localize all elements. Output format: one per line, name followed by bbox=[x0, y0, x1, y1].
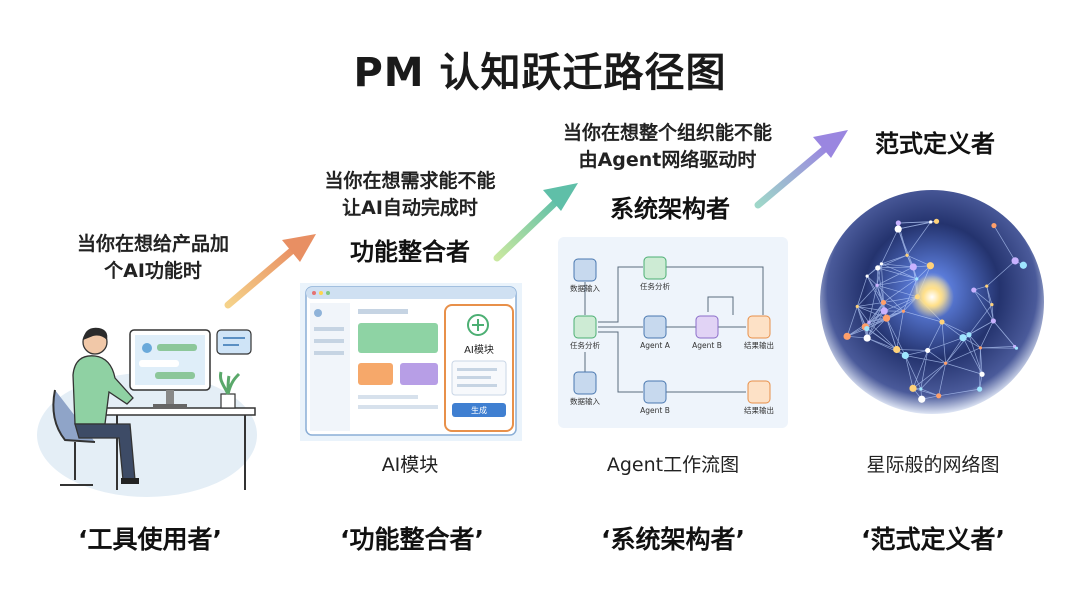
stage4-role: 范式定义者 bbox=[875, 130, 995, 158]
network-node bbox=[882, 314, 891, 322]
network-node bbox=[1019, 261, 1027, 269]
stage3-bottom-label: ‘系统架构者’ bbox=[601, 525, 745, 554]
network-node bbox=[925, 347, 931, 354]
page-title: PM 认知跃迁路径图 bbox=[353, 50, 727, 96]
network-node bbox=[985, 284, 989, 288]
wf-node-5-label: Agent B bbox=[692, 341, 722, 350]
network-node bbox=[929, 220, 933, 224]
network-node bbox=[855, 304, 859, 309]
network-node bbox=[979, 371, 985, 377]
stage3-question: 当你在想整个组织能不能 由Agent网络驱动时 bbox=[562, 122, 772, 171]
network-node bbox=[977, 386, 983, 392]
network-node bbox=[933, 218, 940, 224]
agent-workflow-illustration: 数据输入 任务分析 任务分析 Agent A Agent B 结果输出 数据输入… bbox=[558, 237, 788, 428]
stage3-role: 系统架构者 bbox=[610, 195, 730, 223]
wf-node-1-label: 数据输入 bbox=[570, 283, 600, 293]
wf-node-3-label: 任务分析 bbox=[570, 340, 600, 350]
tool-user-illustration bbox=[37, 327, 257, 497]
arrow-1-icon bbox=[224, 234, 316, 309]
network-node bbox=[944, 361, 948, 365]
network-node bbox=[966, 332, 972, 338]
generate-button: 生成 bbox=[471, 405, 487, 415]
network-node bbox=[894, 225, 902, 233]
network-node bbox=[895, 220, 901, 226]
wf-node-8-label: Agent B bbox=[640, 406, 670, 415]
stage3-caption: Agent工作流图 bbox=[606, 454, 740, 476]
network-node bbox=[880, 307, 888, 315]
network-node bbox=[990, 318, 996, 324]
network-node bbox=[843, 332, 851, 340]
stage2-bottom-label: ‘功能整合者’ bbox=[340, 525, 484, 554]
wf-node-6-label: 结果输出 bbox=[744, 340, 774, 350]
wf-node-2-label: 任务分析 bbox=[640, 281, 670, 291]
network-node bbox=[971, 287, 977, 293]
network-node bbox=[991, 222, 997, 229]
network-node bbox=[915, 277, 919, 281]
stage4-bottom-label: ‘范式定义者’ bbox=[861, 525, 1005, 554]
network-node bbox=[893, 345, 901, 354]
network-node bbox=[936, 393, 942, 399]
wf-node-7-label: 数据输入 bbox=[570, 396, 600, 406]
network-node bbox=[875, 283, 879, 287]
stage2-caption: AI模块 bbox=[381, 454, 439, 476]
network-node bbox=[867, 320, 871, 324]
stage2-question: 当你在想需求能不能 让AI自动完成时 bbox=[324, 170, 496, 219]
network-node bbox=[880, 299, 887, 306]
ai-module-illustration: AI模块 生成 bbox=[300, 283, 522, 441]
network-node bbox=[901, 309, 906, 313]
network-node bbox=[864, 326, 870, 332]
network-node bbox=[865, 274, 869, 278]
stage1-bottom-label: ‘工具使用者’ bbox=[78, 525, 222, 554]
network-node bbox=[1014, 346, 1019, 350]
network-sphere-illustration bbox=[820, 190, 1044, 414]
network-node bbox=[990, 303, 994, 307]
network-node bbox=[909, 263, 917, 271]
network-node bbox=[909, 384, 917, 392]
network-node bbox=[905, 253, 909, 257]
network-node bbox=[978, 346, 982, 350]
network-node bbox=[875, 265, 881, 271]
network-node bbox=[959, 334, 967, 342]
network-node bbox=[926, 262, 935, 270]
stage4-caption: 星际般的网络图 bbox=[866, 454, 1000, 476]
network-node bbox=[919, 387, 923, 391]
network-node bbox=[863, 334, 871, 342]
wf-node-9-label: 结果输出 bbox=[744, 405, 774, 415]
arrow-2-icon bbox=[493, 183, 578, 262]
arrow-3-icon bbox=[754, 130, 848, 209]
network-node bbox=[879, 262, 884, 266]
stage2-role: 功能整合者 bbox=[350, 238, 470, 266]
network-node bbox=[901, 351, 909, 360]
stage1-question: 当你在想给产品加 个AI功能时 bbox=[76, 233, 229, 282]
network-node bbox=[1011, 257, 1019, 265]
wf-node-4-label: Agent A bbox=[640, 341, 671, 350]
ai-module-panel-title: AI模块 bbox=[464, 344, 494, 356]
network-node bbox=[939, 319, 945, 325]
network-node bbox=[918, 395, 926, 403]
